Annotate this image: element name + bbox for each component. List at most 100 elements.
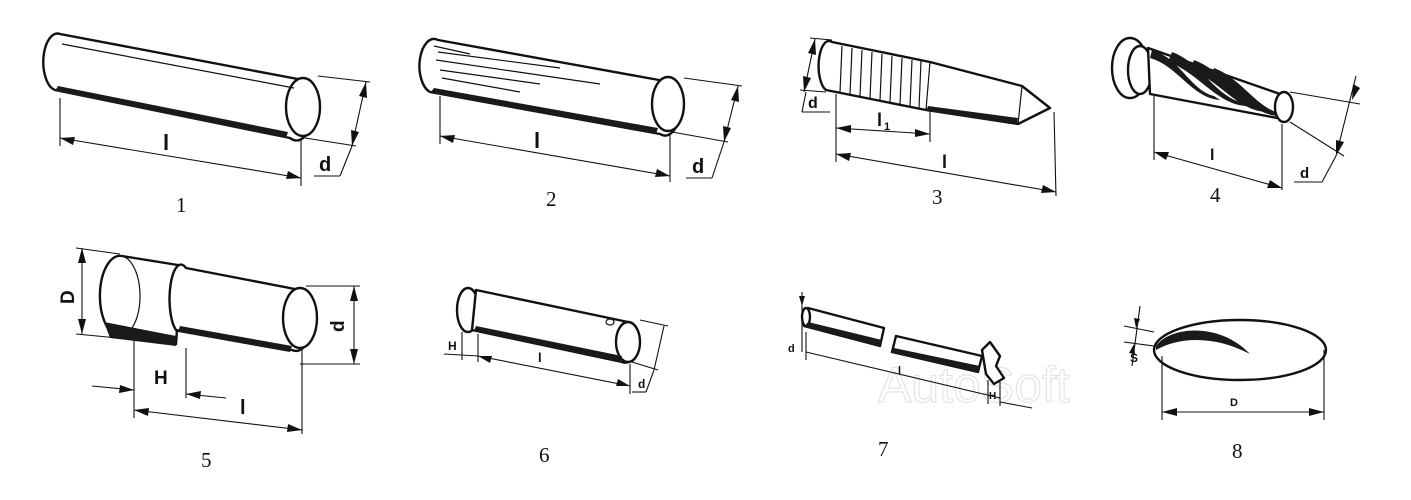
pin-2-length-dim-line bbox=[439, 135, 671, 177]
pin-4-arrow bbox=[1267, 180, 1282, 188]
pin-5-shading bbox=[178, 326, 292, 352]
figure-5-shouldered-pin: D H l d 5 bbox=[58, 247, 360, 472]
pin-1-end-face bbox=[284, 76, 322, 138]
disc-8-diameter-label: D bbox=[1230, 397, 1238, 409]
pin-3-knurl-dim-line bbox=[835, 127, 931, 135]
pin-3-arrow bbox=[803, 76, 811, 92]
pin-5-arrow bbox=[78, 319, 86, 334]
pin-7-diameter-label: d bbox=[788, 343, 795, 355]
pin-2-arrow bbox=[440, 135, 455, 143]
pin-6-head-height-label: H bbox=[448, 339, 457, 353]
pin-5-diameter-label: d bbox=[328, 320, 349, 332]
figure-4-number: 4 bbox=[1210, 183, 1221, 207]
disc-8-arrow bbox=[1162, 408, 1177, 416]
pin-1-arrow bbox=[60, 137, 75, 145]
figure-6-headed-pin: H l d 6 bbox=[443, 286, 669, 467]
pin-4-diameter-label: d bbox=[1300, 165, 1309, 182]
pin-1-leader bbox=[339, 145, 353, 177]
pin-1-shading bbox=[55, 86, 288, 138]
pin-5-arrow bbox=[119, 385, 134, 393]
pin-1-diameter-label: d bbox=[319, 154, 331, 176]
pin-7-wing-head bbox=[980, 340, 1006, 386]
pin-7-length-label: l bbox=[898, 365, 901, 377]
pin-1-highlight bbox=[61, 43, 295, 89]
pin-6-body bbox=[470, 288, 639, 364]
pin-4-arrow bbox=[1336, 140, 1344, 156]
pin-6-end-face bbox=[614, 320, 642, 364]
pin-2-end-face bbox=[650, 75, 686, 133]
figure-6-number: 6 bbox=[539, 443, 550, 467]
pin-3-arrow bbox=[1041, 185, 1056, 193]
pin-3-length-label: l bbox=[942, 152, 947, 172]
pin-4-end-face bbox=[1273, 90, 1295, 124]
figure-8-disc: S D 8 bbox=[1123, 305, 1328, 463]
pin-5-end-face bbox=[281, 286, 319, 350]
pin-7-length-dim-line bbox=[805, 351, 1001, 399]
disc-8-thickness-label: S bbox=[1130, 351, 1138, 365]
pin-3-diameter-label: d bbox=[808, 95, 818, 112]
pin-6-shading bbox=[474, 326, 622, 362]
pin-3-arrow bbox=[808, 39, 816, 55]
pin-5-arrow bbox=[134, 408, 149, 416]
pin-6-arrow bbox=[616, 379, 630, 386]
pin-2-arrow bbox=[655, 169, 670, 177]
pin-3-knurl-edge bbox=[925, 61, 931, 111]
disc-8-thickness-dim-line bbox=[1131, 305, 1141, 367]
pin-6-diameter-label: d bbox=[638, 377, 645, 391]
pin-3-ext-line-top bbox=[809, 37, 833, 41]
pin-6-cross-hole bbox=[605, 318, 615, 326]
figure-3-number: 3 bbox=[932, 185, 943, 209]
pin-4-arrow bbox=[1154, 152, 1169, 160]
pin-5-arrow bbox=[186, 391, 201, 399]
pin-3-knurl-lines bbox=[839, 45, 922, 109]
pin-2-arrow bbox=[731, 86, 739, 102]
pin-1-arrow bbox=[351, 130, 359, 146]
pin-2-grooves bbox=[433, 45, 601, 93]
pin-1-body bbox=[42, 32, 315, 142]
pin-3-arrow bbox=[915, 129, 930, 137]
disc-8-arrow bbox=[1129, 344, 1135, 354]
pin-6-ext-line-top bbox=[639, 319, 669, 327]
figure-3-knurled-pin: d l 1 l 3 bbox=[799, 37, 1057, 209]
pin-2-arrow bbox=[723, 126, 731, 142]
disc-8-shading bbox=[1156, 330, 1250, 354]
figure-7-long-pin: d l H 7 bbox=[788, 292, 1033, 461]
pin-2-length-label: l bbox=[534, 128, 540, 153]
disc-8-arrow bbox=[1309, 408, 1324, 416]
disc-8-arrow bbox=[1134, 318, 1140, 328]
pin-1-ext-line-top bbox=[317, 75, 371, 83]
pin-3-length-dim-line bbox=[835, 153, 1057, 193]
pin-5-head-height-label: H bbox=[154, 368, 168, 389]
pin-6-head-height-dim-line bbox=[443, 353, 479, 357]
pin-2-ext-line-bottom bbox=[671, 131, 729, 143]
pin-2-diameter-label: d bbox=[692, 156, 704, 178]
pin-1-ext-line-bottom bbox=[304, 137, 357, 147]
pin-7-shading bbox=[892, 348, 980, 372]
pin-3-arrow bbox=[836, 125, 851, 133]
pin-5-ext-line-bottom bbox=[75, 333, 119, 339]
pin-1-length-label: l bbox=[163, 130, 169, 155]
pin-4-length-dim-line bbox=[1153, 151, 1283, 189]
pin-4-spiral-band bbox=[1150, 50, 1220, 100]
pin-5-arrow bbox=[78, 248, 86, 263]
figure-2-number: 2 bbox=[546, 187, 557, 211]
pin-2-shading bbox=[430, 88, 658, 134]
pin-4-leader bbox=[1321, 155, 1337, 183]
pin-5-shading bbox=[104, 322, 176, 346]
figure-7-number: 7 bbox=[878, 437, 889, 461]
figure-2-grooved-pin: l d 2 bbox=[418, 37, 743, 211]
figure-4-spiral-pin: l d 4 bbox=[1110, 36, 1361, 207]
disc-8-ext-line-top bbox=[1123, 325, 1155, 333]
pin-3-arrow bbox=[836, 153, 851, 161]
pin-3-ext-line-right bbox=[1053, 111, 1057, 197]
pin-3-cone-edge bbox=[1017, 85, 1023, 125]
pin-6-length-dim-line bbox=[477, 355, 631, 387]
pin-1-length-dim-line bbox=[59, 137, 302, 179]
pin-6-ext-line-bottom bbox=[631, 361, 659, 371]
pin-3-knurl-length-label: l bbox=[877, 110, 882, 130]
pin-4-arrow bbox=[1352, 84, 1360, 100]
figure-5-number: 5 bbox=[201, 448, 212, 472]
pin-5-arrow bbox=[350, 286, 358, 301]
pin-1-arrow bbox=[359, 82, 367, 98]
